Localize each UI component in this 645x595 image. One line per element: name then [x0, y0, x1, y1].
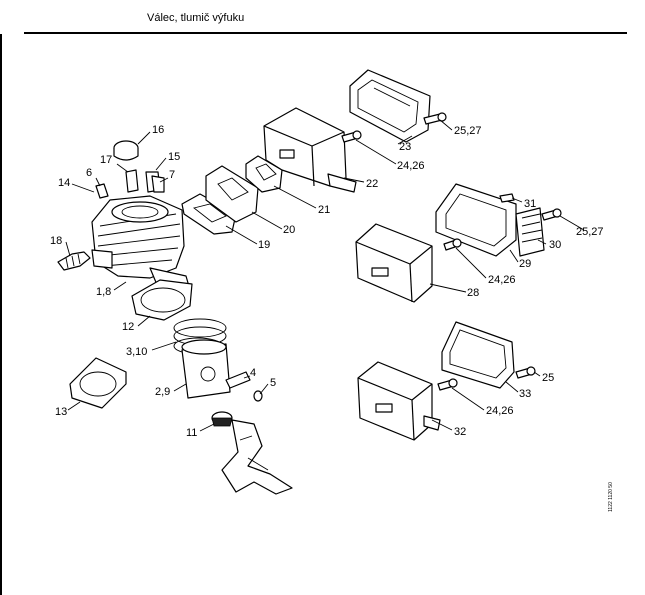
- cylinder-part: [91, 195, 191, 293]
- callout-28: 28: [467, 287, 479, 299]
- left-border: [0, 34, 2, 595]
- callout-12: 12: [122, 321, 134, 333]
- screen-part-30: [515, 207, 545, 257]
- callout-6: 6: [86, 167, 92, 179]
- callout-20: 20: [283, 224, 295, 236]
- callout-31: 31: [524, 198, 536, 210]
- callout-24-26a: 24,26: [397, 160, 425, 172]
- page-title: Válec, tlumič výfuku: [147, 12, 245, 24]
- callout-14: 14: [58, 177, 70, 189]
- callout-30: 30: [549, 239, 561, 251]
- cylinder-gasket-part: [131, 279, 193, 321]
- callout-23: 23: [399, 141, 411, 153]
- header-divider: [24, 32, 627, 34]
- stud-part-6: [95, 183, 109, 199]
- callout-19: 19: [258, 239, 270, 251]
- piston-part: [181, 339, 231, 399]
- callout-33: 33: [519, 388, 531, 400]
- muffler-cover-part-29: [435, 183, 517, 257]
- callout-25-27a: 25,27: [454, 125, 482, 137]
- screw-part-24-26a: [341, 130, 362, 143]
- callout-5: 5: [270, 377, 276, 389]
- callout-22: 22: [366, 178, 378, 190]
- insert-part-18: [57, 251, 91, 271]
- callout-1-8: 1,8: [96, 286, 111, 298]
- callout-24-26c: 24,26: [486, 405, 514, 417]
- callout-3-10: 3,10: [126, 346, 147, 358]
- muffler-cover-part-23: [349, 69, 431, 143]
- screw-part-24-26b: [443, 238, 462, 251]
- leader-lines: [65, 119, 585, 432]
- screw-part-25-27b: [541, 208, 562, 221]
- muffler-cover-part-33: [441, 321, 515, 389]
- screw-part-31: [499, 193, 515, 203]
- callout-21: 21: [318, 204, 330, 216]
- callout-25-27b: 25,27: [576, 226, 604, 238]
- callout-32: 32: [454, 426, 466, 438]
- muffler-part-32: [357, 361, 441, 441]
- crankshaft-part: [221, 419, 293, 495]
- callout-16: 16: [152, 124, 164, 136]
- decompression-cap-part: [113, 140, 139, 161]
- spark-plug-part: [125, 169, 139, 193]
- plug-terminal-part: [145, 171, 165, 193]
- screw-part-24-26c: [437, 378, 458, 391]
- muffler-part-28: [355, 223, 433, 303]
- screw-part-25: [515, 366, 536, 379]
- screw-part-25-27a: [423, 112, 447, 125]
- muffler-gasket-part-19: [181, 193, 237, 235]
- callout-29: 29: [519, 258, 531, 270]
- needle-cage-part: [211, 411, 233, 427]
- callout-18: 18: [50, 235, 62, 247]
- callout-11: 11: [186, 427, 197, 439]
- piston-pin-part: [225, 371, 251, 389]
- flange-part-20: [205, 165, 259, 223]
- callout-17: 17: [100, 154, 112, 166]
- callout-4: 4: [250, 367, 256, 379]
- callout-24-26b: 24,26: [488, 274, 516, 286]
- callout-7: 7: [169, 169, 175, 181]
- callout-15: 15: [168, 151, 180, 163]
- reference-code: 1122 1120 50: [608, 482, 614, 512]
- callout-labels: 16 17 15 6 7 14 18 1,8 12 3,10 2,9 4 5 1…: [50, 124, 604, 439]
- muffler-part-22: [263, 107, 357, 193]
- base-gasket-part: [69, 357, 127, 409]
- callout-13: 13: [55, 406, 67, 418]
- callout-25: 25: [542, 372, 554, 384]
- callout-2-9: 2,9: [155, 386, 170, 398]
